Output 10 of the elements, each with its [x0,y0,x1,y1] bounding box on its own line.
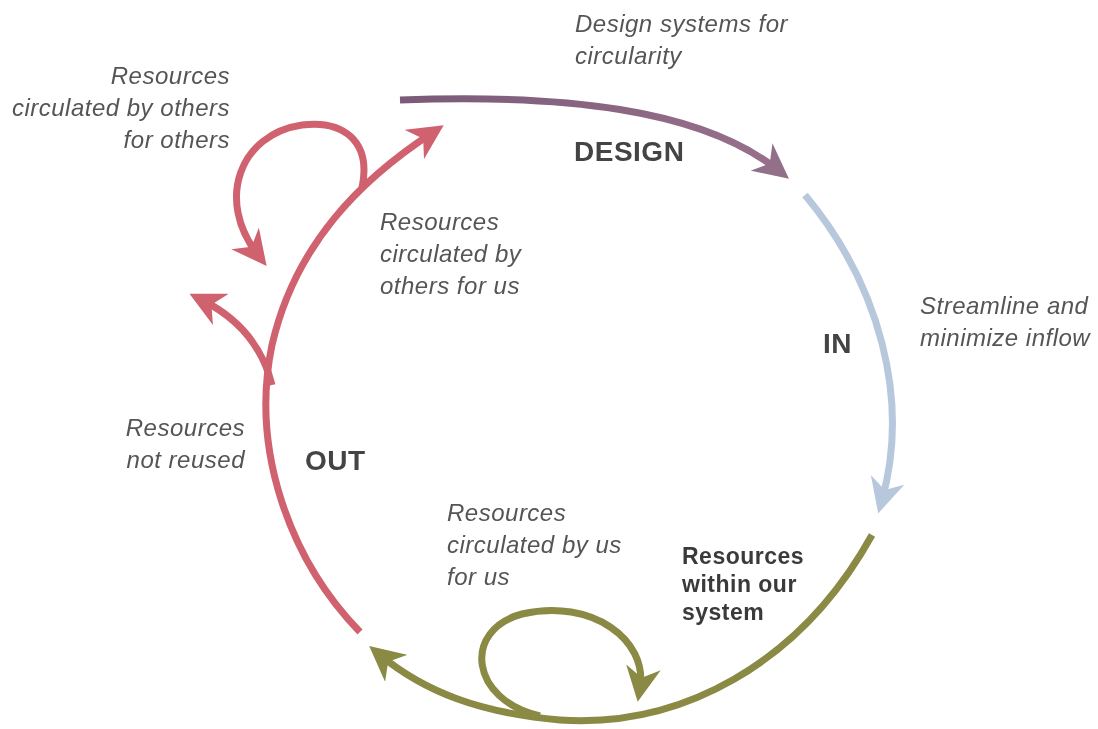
flow-label: Resources circulated by us for us [447,499,622,590]
stage-heading: IN [823,328,852,359]
flow-label: Design systems for circularity [575,10,789,69]
center-label: Resources within our system [682,543,805,625]
flow-label: Resources circulated by others for others [11,62,230,153]
flow-label: Streamline and minimize inflow [920,292,1091,351]
flow-label: Resources circulated by others for us [380,208,522,299]
stage-heading: OUT [305,445,366,476]
stage-heading: DESIGN [574,136,685,167]
flow-label: Resources not reused [125,414,245,473]
